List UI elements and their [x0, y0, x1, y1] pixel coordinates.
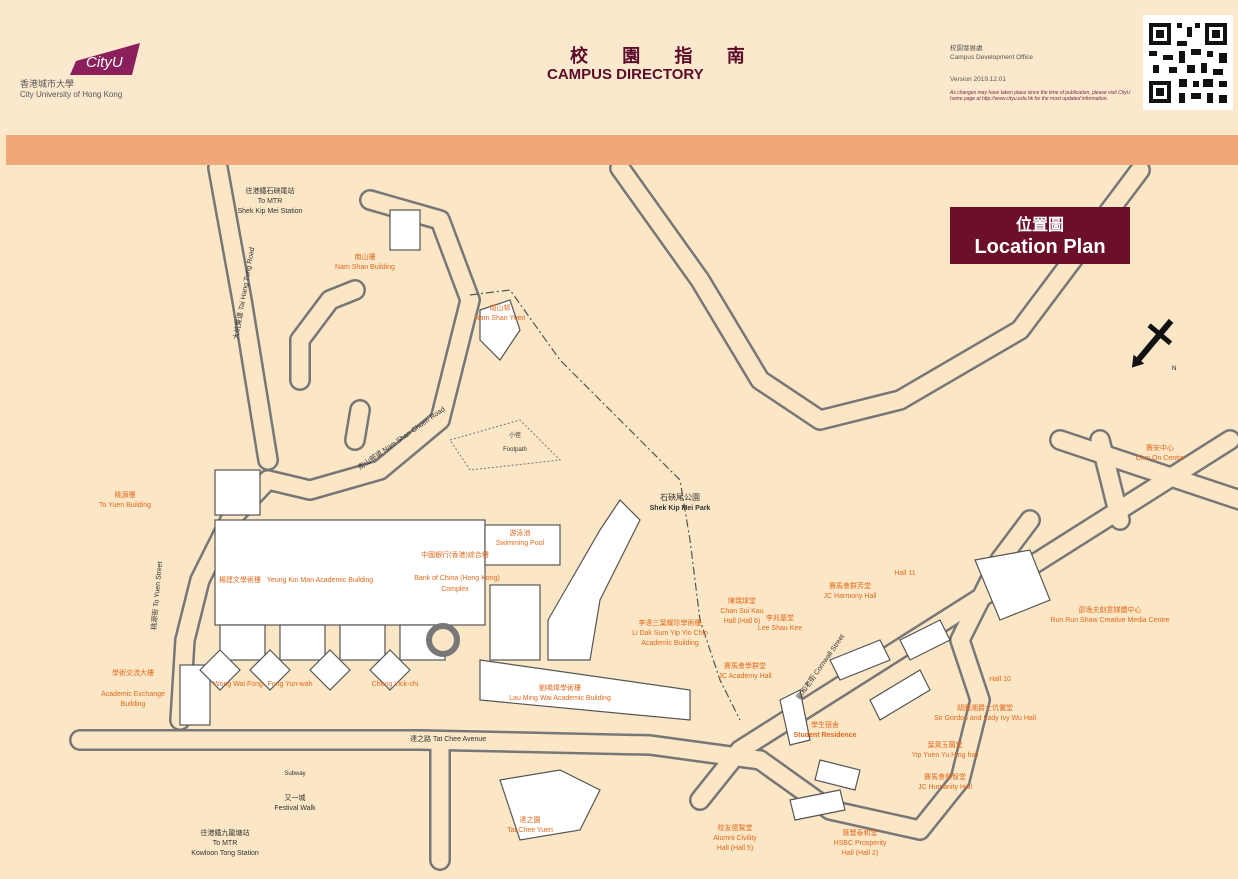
- office-en: Campus Development Office: [950, 54, 1033, 61]
- hsbc-prosperity-hall: Hall (Hall 2): [842, 850, 879, 857]
- to-yuen-street-label: 桃源街 To Yuen Street: [149, 561, 164, 630]
- hsbc-prosperity-zh: 匯豐泰和堂: [843, 828, 878, 837]
- aeb-en2: Building: [121, 701, 146, 708]
- brand-name-zh: 香港城市大學: [20, 80, 75, 90]
- office-zh: 校園發展處: [950, 44, 983, 52]
- jc-academy-en: JC Academy Hall: [718, 673, 772, 680]
- boc-en2: Complex: [441, 586, 469, 593]
- swimming-pool-zh: 游泳池: [510, 528, 531, 537]
- hsbc-prosperity-en: HSBC Prosperity: [834, 840, 887, 847]
- li-dak-sum-en: Li Dak Sum Yip Yio Chin: [632, 630, 708, 637]
- tat-chee-avenue-label: 達之路 Tat Chee Avenue: [410, 734, 486, 743]
- mtr-klt-label-en: Kowloon Tong Station: [191, 850, 259, 857]
- nam-shan-yuen-zh: 南山邨: [490, 303, 511, 312]
- yeung-kin-man-label: Yeung Kin Man Academic Building: [267, 577, 373, 584]
- jc-harmony-zh: 賽馬會群芳堂: [829, 581, 871, 590]
- lau-ming-wai-en: Lau Ming Wai Academic Building: [509, 695, 611, 702]
- choi-on-en: Choi On Centre: [1136, 455, 1185, 462]
- jc-harmony-en: JC Harmony Hall: [824, 593, 877, 600]
- park-label-en: Shek Kip Mei Park: [650, 505, 711, 512]
- yip-yuen-yu-zh: 葉黃玉蘭堂: [928, 740, 963, 749]
- campus-map: 大坑東道 Tai Hang Tung Road 南山邨道 Nam Shan Ch…: [69, 165, 1238, 871]
- title-en: CAMPUS DIRECTORY: [547, 66, 704, 83]
- hall-10-label: Hall 10: [989, 676, 1011, 683]
- lau-ming-wai-zh: 劉鳴煒學術樓: [539, 683, 581, 692]
- footpath-label-zh: 小徑: [509, 431, 521, 439]
- fong-yun-wah-en: Fong Yun-wah: [267, 681, 312, 688]
- cheng-yick-chi-en: Cheng Yick-chi: [372, 681, 419, 688]
- header-stripe: [6, 135, 1238, 165]
- footpath-label: Footpath: [503, 447, 527, 453]
- location-plan-en: Location Plan: [974, 236, 1106, 258]
- subway-label: Subway: [284, 771, 305, 777]
- wong-wai-fong-en: Wong Wai Fong: [213, 681, 263, 688]
- aeb-en: Academic Exchange: [101, 691, 165, 698]
- mtr-klt-label-to: To MTR: [213, 840, 238, 847]
- nam-shan-building-en: Nam Shan Building: [335, 264, 395, 271]
- nam-shan-building-zh: 南山樓: [355, 252, 376, 261]
- svg-text:N: N: [1172, 366, 1176, 372]
- jc-humanity-en: JC Humanity Hall: [918, 784, 973, 791]
- boc-zh: 中國銀行(香港)綜合樓: [421, 550, 489, 559]
- li-dak-sum-en2: Academic Building: [641, 640, 699, 647]
- boc-en: Bank of China (Hong Kong): [414, 575, 500, 582]
- to-yuen-building-en: To Yuen Building: [99, 502, 151, 509]
- chan-sui-kau-en: Chan Sui Kau: [720, 608, 763, 615]
- nam-shan-yuen-en: Nam Shan Yuen: [475, 315, 526, 322]
- cityu-logo: CityU: [70, 43, 140, 75]
- mtr-ski-label-en: Shek Kip Mei Station: [238, 208, 303, 215]
- choi-on-zh: 賽安中心: [1146, 443, 1174, 452]
- mtr-ski-label-to: To MTR: [258, 198, 283, 205]
- update-note: As changes may have taken place since th…: [950, 90, 1131, 102]
- title-zh: 校 園 指 南: [570, 46, 759, 67]
- chan-sui-kau-hall: Hall (Hall 6): [724, 618, 761, 625]
- sir-gordon-zh: 胡應湘爵士伉儷堂: [957, 703, 1013, 712]
- chan-sui-kau-zh: 陳瑞球堂: [728, 596, 756, 605]
- location-plan-title: 位置圖 Location Plan: [950, 207, 1130, 264]
- festival-walk-zh: 又一城: [285, 794, 306, 802]
- alumni-civility-zh: 校友德賢堂: [718, 823, 753, 832]
- run-run-shaw-zh: 邵逸夫創意媒體中心: [1079, 605, 1142, 614]
- lee-shau-kee-zh: 李兆基堂: [766, 613, 794, 622]
- to-yuen-building-zh: 桃源樓: [115, 490, 136, 499]
- yeung-kin-man-zh: 楊建文學術樓: [219, 575, 261, 584]
- li-dak-sum-zh: 李達三葉耀珍學術樓: [639, 618, 702, 627]
- festival-walk-en: Festival Walk: [274, 805, 316, 812]
- tat-chee-yuen-en: Tat Chee Yuen: [507, 827, 553, 834]
- jc-academy-zh: 賽馬會學群堂: [724, 661, 766, 670]
- version-text: Version 2019.12.01: [950, 76, 1007, 83]
- park-label-zh: 石硤尾公園: [660, 492, 700, 502]
- tat-chee-yuen-zh: 達之園: [520, 815, 541, 824]
- mtr-ski-label-zh: 往港鐵石硤尾站: [246, 186, 295, 195]
- jc-humanity-zh: 賽馬會樂智堂: [924, 772, 966, 781]
- student-residence-en: Student Residence: [793, 732, 856, 739]
- run-run-shaw-en: Run Run Shaw Creative Media Centre: [1050, 617, 1169, 624]
- north-arrow-icon: [1131, 318, 1174, 368]
- svg-text:CityU: CityU: [86, 54, 123, 71]
- location-plan-zh: 位置圖: [1015, 215, 1064, 234]
- hall-11-label: Hall 11: [894, 570, 915, 577]
- student-residence-zh: 學生宿舍: [811, 720, 839, 729]
- mtr-klt-label-zh: 往港鐵九龍塘站: [201, 828, 250, 837]
- alumni-civility-en: Alumni Civility: [713, 835, 757, 842]
- qr-code[interactable]: [1143, 15, 1233, 110]
- alumni-civility-hall: Hall (Hall 5): [717, 845, 754, 852]
- sir-gordon-en: Sir Gordon and Lady Ivy Wu Hall: [934, 715, 1036, 722]
- yip-yuen-yu-en: Yip Yuen Yu Hing hall: [912, 752, 979, 759]
- aeb-zh: 學術交流大樓: [112, 668, 154, 677]
- header: CityU 香港城市大學 City University of Hong Kon…: [0, 0, 1238, 135]
- lee-shau-kee-en: Lee Shau Kee: [758, 625, 802, 632]
- brand-name-en: City University of Hong Kong: [20, 90, 123, 99]
- swimming-pool-en: Swimming Pool: [496, 540, 545, 547]
